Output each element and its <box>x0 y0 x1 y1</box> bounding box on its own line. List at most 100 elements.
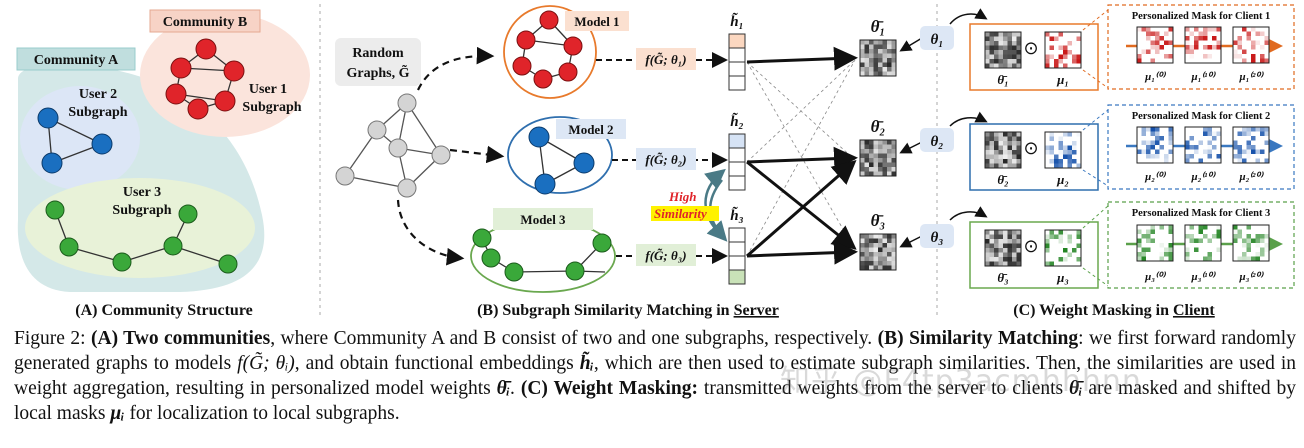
user3-label-line2: Subgraph <box>112 203 171 218</box>
mu3-20-label: μ₃⁽²⁰⁾ <box>1238 271 1263 283</box>
model2-label: Model 2 <box>568 122 613 137</box>
theta-bar2-grid <box>859 139 897 177</box>
aggregation-arrows-thick <box>746 46 858 265</box>
user1-label-line2: Subgraph <box>242 100 301 115</box>
mask-1-step20 <box>1232 26 1270 64</box>
user3-region <box>25 178 255 278</box>
theta2-label: θ₂ <box>930 134 943 150</box>
community-a-label-bg <box>16 47 136 71</box>
client1-mu-matrix <box>1044 31 1082 69</box>
h3-label: h̃₃ <box>730 206 744 224</box>
mask-3-step20 <box>1232 224 1270 262</box>
client1-odot: ⊙ <box>1023 38 1038 58</box>
client2-theta-matrix <box>984 131 1022 169</box>
mu1-0-label: μ₁⁽⁰⁾ <box>1144 71 1166 83</box>
community-a-label: Community A <box>34 53 119 68</box>
theta-transmit-3: θ₃ <box>899 206 988 248</box>
client2-bar-label: θ̄₂ <box>997 172 1008 187</box>
client3-mu-label: μ₃ <box>1056 270 1069 285</box>
mu2-20-label: μ₂⁽²⁰⁾ <box>1238 171 1263 183</box>
mu2-10-label: μ₂⁽¹⁰⁾ <box>1190 171 1215 183</box>
caption-b-text2: , and obtain functional embeddings <box>294 353 580 374</box>
feed-arrow-model2 <box>449 145 505 164</box>
model2-label-bg <box>556 119 626 139</box>
mask-title-1: Personalized Mask for Client 1 <box>1132 11 1271 22</box>
user1-label-line1: User 1 <box>249 82 287 97</box>
theta-bar1-matrix <box>859 39 897 77</box>
client-grids <box>984 31 1082 267</box>
theta-transmit-2: θ₂ <box>899 111 988 154</box>
model1-label: Model 1 <box>574 14 619 29</box>
mask-3-step10 <box>1184 224 1222 262</box>
model2-nodes <box>528 126 595 195</box>
embedding-h1 <box>728 33 746 91</box>
caption-b-math3: θ̄ᵢ <box>496 378 511 399</box>
panel-c: θ₁ θ₂ θ₃ ⊙ ⊙ ⊙ θ̄₁ μ₁ θ̄₂ μ₂ θ̄₃ μ₃ <box>899 4 1295 319</box>
caption-c-text3: for localization to local subgraphs. <box>124 403 400 424</box>
random-graph-nodes <box>335 93 451 198</box>
model3-label-bg <box>493 208 593 230</box>
user2-label-line1: User 2 <box>79 87 117 102</box>
user3-label-line1: User 3 <box>123 185 161 200</box>
theta-bar3-matrix <box>859 233 897 271</box>
feed-arrow-model1 <box>417 46 495 91</box>
random-graphs-line1: Random <box>352 46 404 61</box>
caption-fig-label: Figure 2: <box>14 328 91 349</box>
green-nodes <box>45 200 238 274</box>
high-similarity-line1: High <box>668 189 696 204</box>
mask-step-labels: μ₁⁽⁰⁾ μ₁⁽¹⁰⁾ μ₁⁽²⁰⁾ μ₂⁽⁰⁾ μ₂⁽¹⁰⁾ μ₂⁽²⁰⁾ … <box>1144 71 1264 283</box>
high-similarity-bg <box>651 206 719 221</box>
f2-bg <box>636 148 696 170</box>
blue-nodes <box>37 107 113 174</box>
theta-bar3-label: θ̄₃ <box>871 211 886 230</box>
mask-1-step0 <box>1136 26 1174 64</box>
client1-mu-label: μ₁ <box>1056 72 1069 87</box>
figure-caption: Figure 2: (A) Two communities, where Com… <box>14 326 1296 426</box>
mu3-10-label: μ₃⁽¹⁰⁾ <box>1190 271 1215 283</box>
h1-label: h̃₁ <box>730 12 744 30</box>
caption-c-math2: μᵢ <box>110 403 125 424</box>
panel-c-title: (C) Weight Masking in Client <box>1013 302 1215 319</box>
mu1-20-label: μ₁⁽²⁰⁾ <box>1238 71 1263 83</box>
client1-theta-matrix <box>984 31 1022 69</box>
watermark: 知乎 @F4tp3acmhhhnn <box>780 364 1142 399</box>
model1-nodes <box>512 10 583 89</box>
caption-c-math1: θ̄ᵢ <box>1069 378 1083 399</box>
mask-connectors <box>1082 9 1109 287</box>
model3-nodes <box>472 228 612 282</box>
embedding-h3 <box>728 227 746 285</box>
mask-evolution-grids <box>1136 26 1270 262</box>
client3-mu-matrix <box>1044 229 1082 267</box>
random-graphs-line2: Graphs, G̃ <box>346 64 409 81</box>
mask-2-step0 <box>1136 126 1174 164</box>
caption-a-text: , where Community A and B consist of two… <box>270 328 878 349</box>
f1-bg <box>636 48 696 70</box>
theta-bar1-grid <box>859 39 897 77</box>
panel-b-title: (B) Subgraph Similarity Matching in Serv… <box>477 302 779 319</box>
caption-b-text4: . <box>510 378 521 399</box>
theta-bar2-label: θ̄₂ <box>871 117 886 136</box>
red-nodes <box>165 38 245 120</box>
feed-arrow-model3 <box>396 199 465 266</box>
embedding-h2 <box>728 133 746 191</box>
h2-label: h̃₂ <box>730 112 744 130</box>
aggregation-arrows-thin <box>746 59 856 257</box>
theta1-label: θ₁ <box>930 32 943 48</box>
panel-b: Random Graphs, G̃ Model 1 <box>335 5 897 319</box>
caption-c-text2: are masked and shifted by local masks <box>14 378 1297 424</box>
mask-2-step20 <box>1232 126 1270 164</box>
panel-a-title: (A) Community Structure <box>75 302 252 319</box>
random-graphs-label-bg <box>335 38 421 86</box>
theta-transmit-1: θ₁ <box>899 8 988 52</box>
caption-b-text1: : we first forward randomly generated gr… <box>14 328 1296 374</box>
client3-odot: ⊙ <box>1023 236 1038 256</box>
theta-bar3-grid <box>859 233 897 271</box>
model3-label: Model 3 <box>520 212 566 227</box>
client1-bar-label: θ̄₁ <box>997 72 1008 87</box>
f1-label: f(G̃; θ₁) <box>645 52 686 67</box>
mask-title-3: Personalized Mask for Client 3 <box>1132 208 1271 219</box>
caption-a-bold: (A) Two communities <box>91 328 271 349</box>
client3-theta-matrix <box>984 229 1022 267</box>
f3-label: f(G̃; θ₃) <box>645 248 686 263</box>
mu1-10-label: μ₁⁽¹⁰⁾ <box>1190 71 1215 83</box>
